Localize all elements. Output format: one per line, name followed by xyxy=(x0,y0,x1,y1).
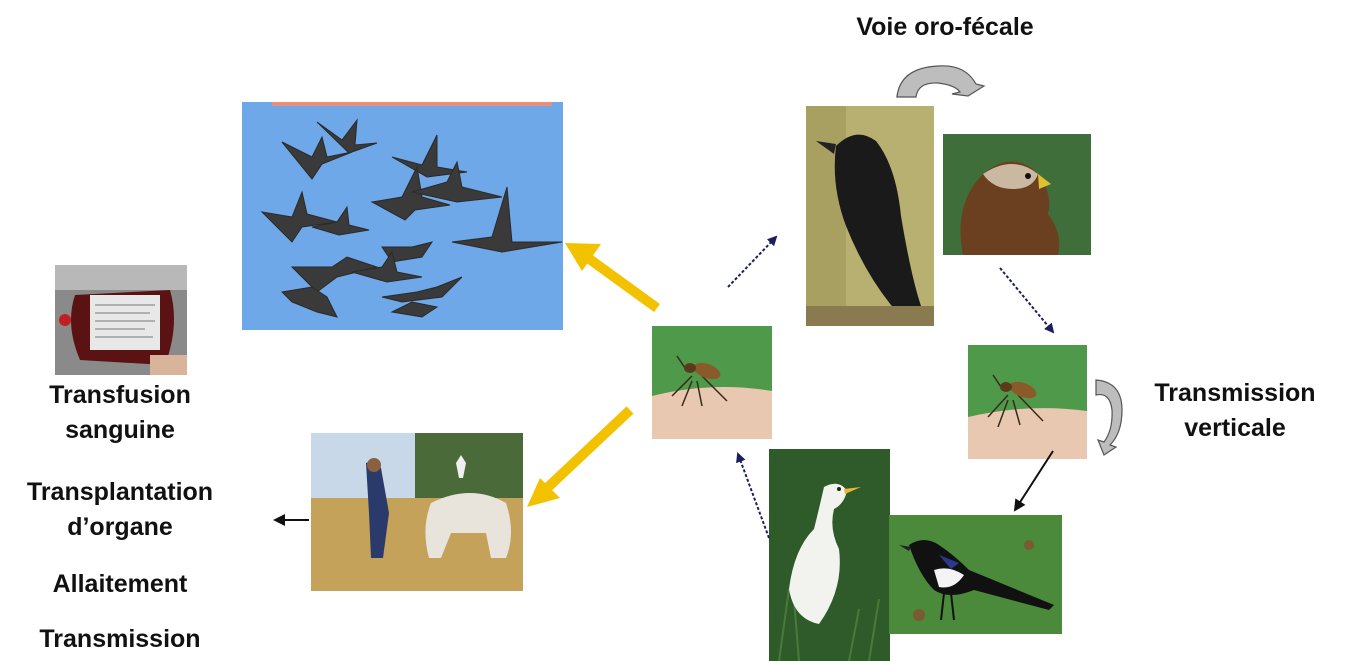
label-transmission-verticale: Transmission verticale xyxy=(1130,376,1340,445)
curved-arrow-oro-fecal xyxy=(896,65,986,98)
black-kite-photo xyxy=(943,134,1091,255)
label-transfusion-line2: sanguine xyxy=(65,415,175,444)
arrow-kite-to-mosquito xyxy=(999,267,1055,334)
arrow-mosquito-to-crow xyxy=(727,235,778,288)
blood-bag-photo xyxy=(55,265,187,375)
curved-arrow-verticale xyxy=(1095,379,1123,456)
label-transplantation: Transplantation d’organe xyxy=(0,475,240,544)
flying-cranes-photo xyxy=(242,102,563,330)
label-transfusion-line1: Transfusion xyxy=(49,381,191,409)
label-oro-fecal: Voie oro-fécale xyxy=(856,13,1034,41)
label-transplantation-line1: Transplantation xyxy=(26,478,214,506)
yellow-arrow-to-cranes xyxy=(565,243,660,313)
label-transplantation-line2: d’organe xyxy=(67,512,173,541)
crow-photo xyxy=(806,106,934,326)
magpie-photo xyxy=(889,515,1062,634)
farmer-horse-photo xyxy=(311,433,523,591)
label-transfusion: Transfusion sanguine xyxy=(10,378,230,447)
label-transmission-verticale-line1: Transmission xyxy=(1154,379,1316,407)
mosquito-center-photo xyxy=(652,326,772,439)
yellow-arrow-to-farmer xyxy=(527,406,634,507)
label-transmission-bottom: Transmission xyxy=(39,625,201,653)
arrow-egret-to-mosquito xyxy=(736,452,770,539)
label-transmission-verticale-line2: verticale xyxy=(1184,413,1286,442)
label-allaitement: Allaitement xyxy=(52,570,188,598)
arrow-mosquito-to-magpie xyxy=(1013,450,1054,512)
cattle-egret-photo xyxy=(769,449,890,661)
mosquito-right-photo xyxy=(968,345,1087,459)
